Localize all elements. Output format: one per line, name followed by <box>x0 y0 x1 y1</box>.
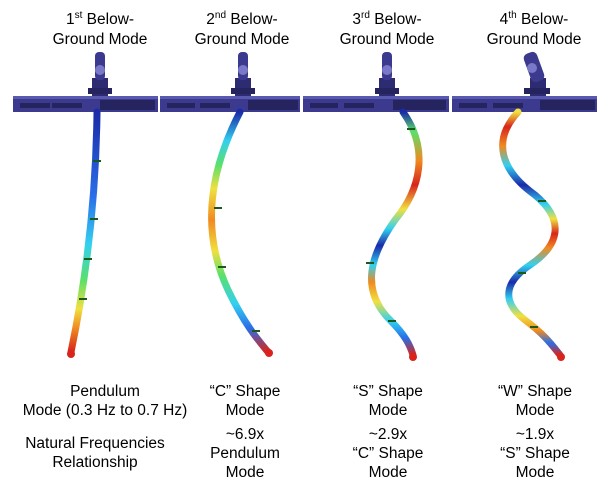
platform-1 <box>13 96 158 112</box>
platform-3 <box>303 96 449 112</box>
mast-4 <box>523 51 550 96</box>
mode-shape-1 <box>67 108 101 356</box>
mode-shape-markers <box>79 128 546 332</box>
mode-shape-3 <box>368 108 423 359</box>
mode-2-title: 2nd Below- Ground Mode <box>194 10 290 49</box>
tip-marker-2 <box>265 349 273 357</box>
mode-shape-4 <box>499 108 564 359</box>
mast-2 <box>231 52 255 96</box>
tip-marker-4 <box>557 353 565 361</box>
tip-marker-1 <box>67 350 75 358</box>
mode-shape-2 <box>208 108 272 356</box>
mode-1-title: 1st Below- Ground Mode <box>52 10 148 49</box>
tip-marker-3 <box>409 353 417 361</box>
platform-4 <box>452 96 597 112</box>
mast-1 <box>88 52 112 96</box>
mast-3 <box>375 52 399 96</box>
mode-4-title: 4th Below- Ground Mode <box>486 10 582 49</box>
platform-2 <box>160 96 300 112</box>
mode-3-title: 3rd Below- Ground Mode <box>339 10 435 49</box>
